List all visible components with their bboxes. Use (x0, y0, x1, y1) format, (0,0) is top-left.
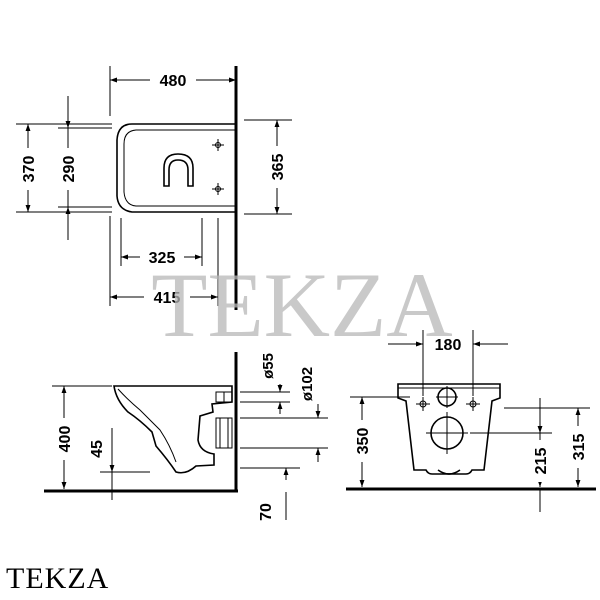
dim-dia55: ø55 (260, 353, 277, 379)
watermark-text: TEKZA (151, 254, 452, 356)
brand-caption: TEKZA (6, 562, 110, 595)
dim-415: 415 (154, 290, 181, 307)
front-view-body-outline (397, 383, 501, 475)
top-view-bowl-inner (123, 129, 236, 207)
dim-350: 350 (355, 428, 372, 455)
dim-45: 45 (89, 440, 106, 458)
front-view-mount-hole-left (416, 397, 430, 411)
top-view-outlet (163, 153, 194, 187)
top-view-bowl-outline (116, 123, 236, 213)
dim-370: 370 (21, 156, 38, 183)
dim-325: 325 (149, 250, 176, 267)
dim-400: 400 (57, 426, 74, 453)
dim-365: 365 (270, 154, 287, 181)
dim-70: 70 (258, 503, 275, 521)
top-view: 480 370 290 365 325 415 (16, 66, 292, 310)
dim-dia102: ø102 (299, 367, 316, 401)
side-view-bowl-outline (113, 385, 233, 474)
front-view: 180 350 215 315 (346, 330, 596, 512)
dim-290: 290 (61, 156, 78, 183)
dim-315: 315 (571, 434, 588, 461)
side-view: 400 45 ø55 ø102 70 (44, 352, 328, 521)
dim-215: 215 (533, 448, 550, 475)
dim-180: 180 (435, 337, 462, 354)
front-view-base-arc (437, 469, 461, 475)
side-view-connector-lower (215, 417, 233, 449)
top-view-mount-hole-upper (212, 139, 224, 151)
top-view-mount-hole-lower (212, 183, 224, 195)
front-view-mount-hole-right (466, 397, 480, 411)
dim-480: 480 (160, 73, 187, 90)
side-view-bowl-inner (117, 388, 177, 463)
